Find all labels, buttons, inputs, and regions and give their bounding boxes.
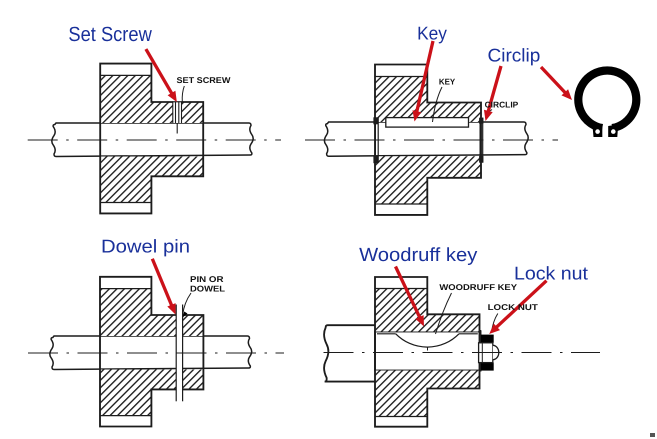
- svg-text:Key: Key: [417, 23, 447, 44]
- svg-text:Circlip: Circlip: [488, 45, 541, 66]
- svg-text:SET SCREW: SET SCREW: [177, 75, 231, 85]
- svg-text:DOWEL: DOWEL: [190, 283, 225, 293]
- svg-text:Lock nut: Lock nut: [514, 263, 588, 284]
- svg-text:Set Screw: Set Screw: [68, 23, 152, 46]
- svg-text:LOCK NUT: LOCK NUT: [488, 302, 539, 312]
- svg-text:CIRCLIP: CIRCLIP: [485, 99, 519, 109]
- svg-text:WOODRUFF KEY: WOODRUFF KEY: [439, 282, 517, 292]
- svg-text:PIN OR: PIN OR: [190, 274, 224, 284]
- svg-text:KEY: KEY: [439, 76, 456, 86]
- svg-text:Woodruff key: Woodruff key: [359, 245, 478, 266]
- svg-text:Dowel pin: Dowel pin: [101, 236, 190, 257]
